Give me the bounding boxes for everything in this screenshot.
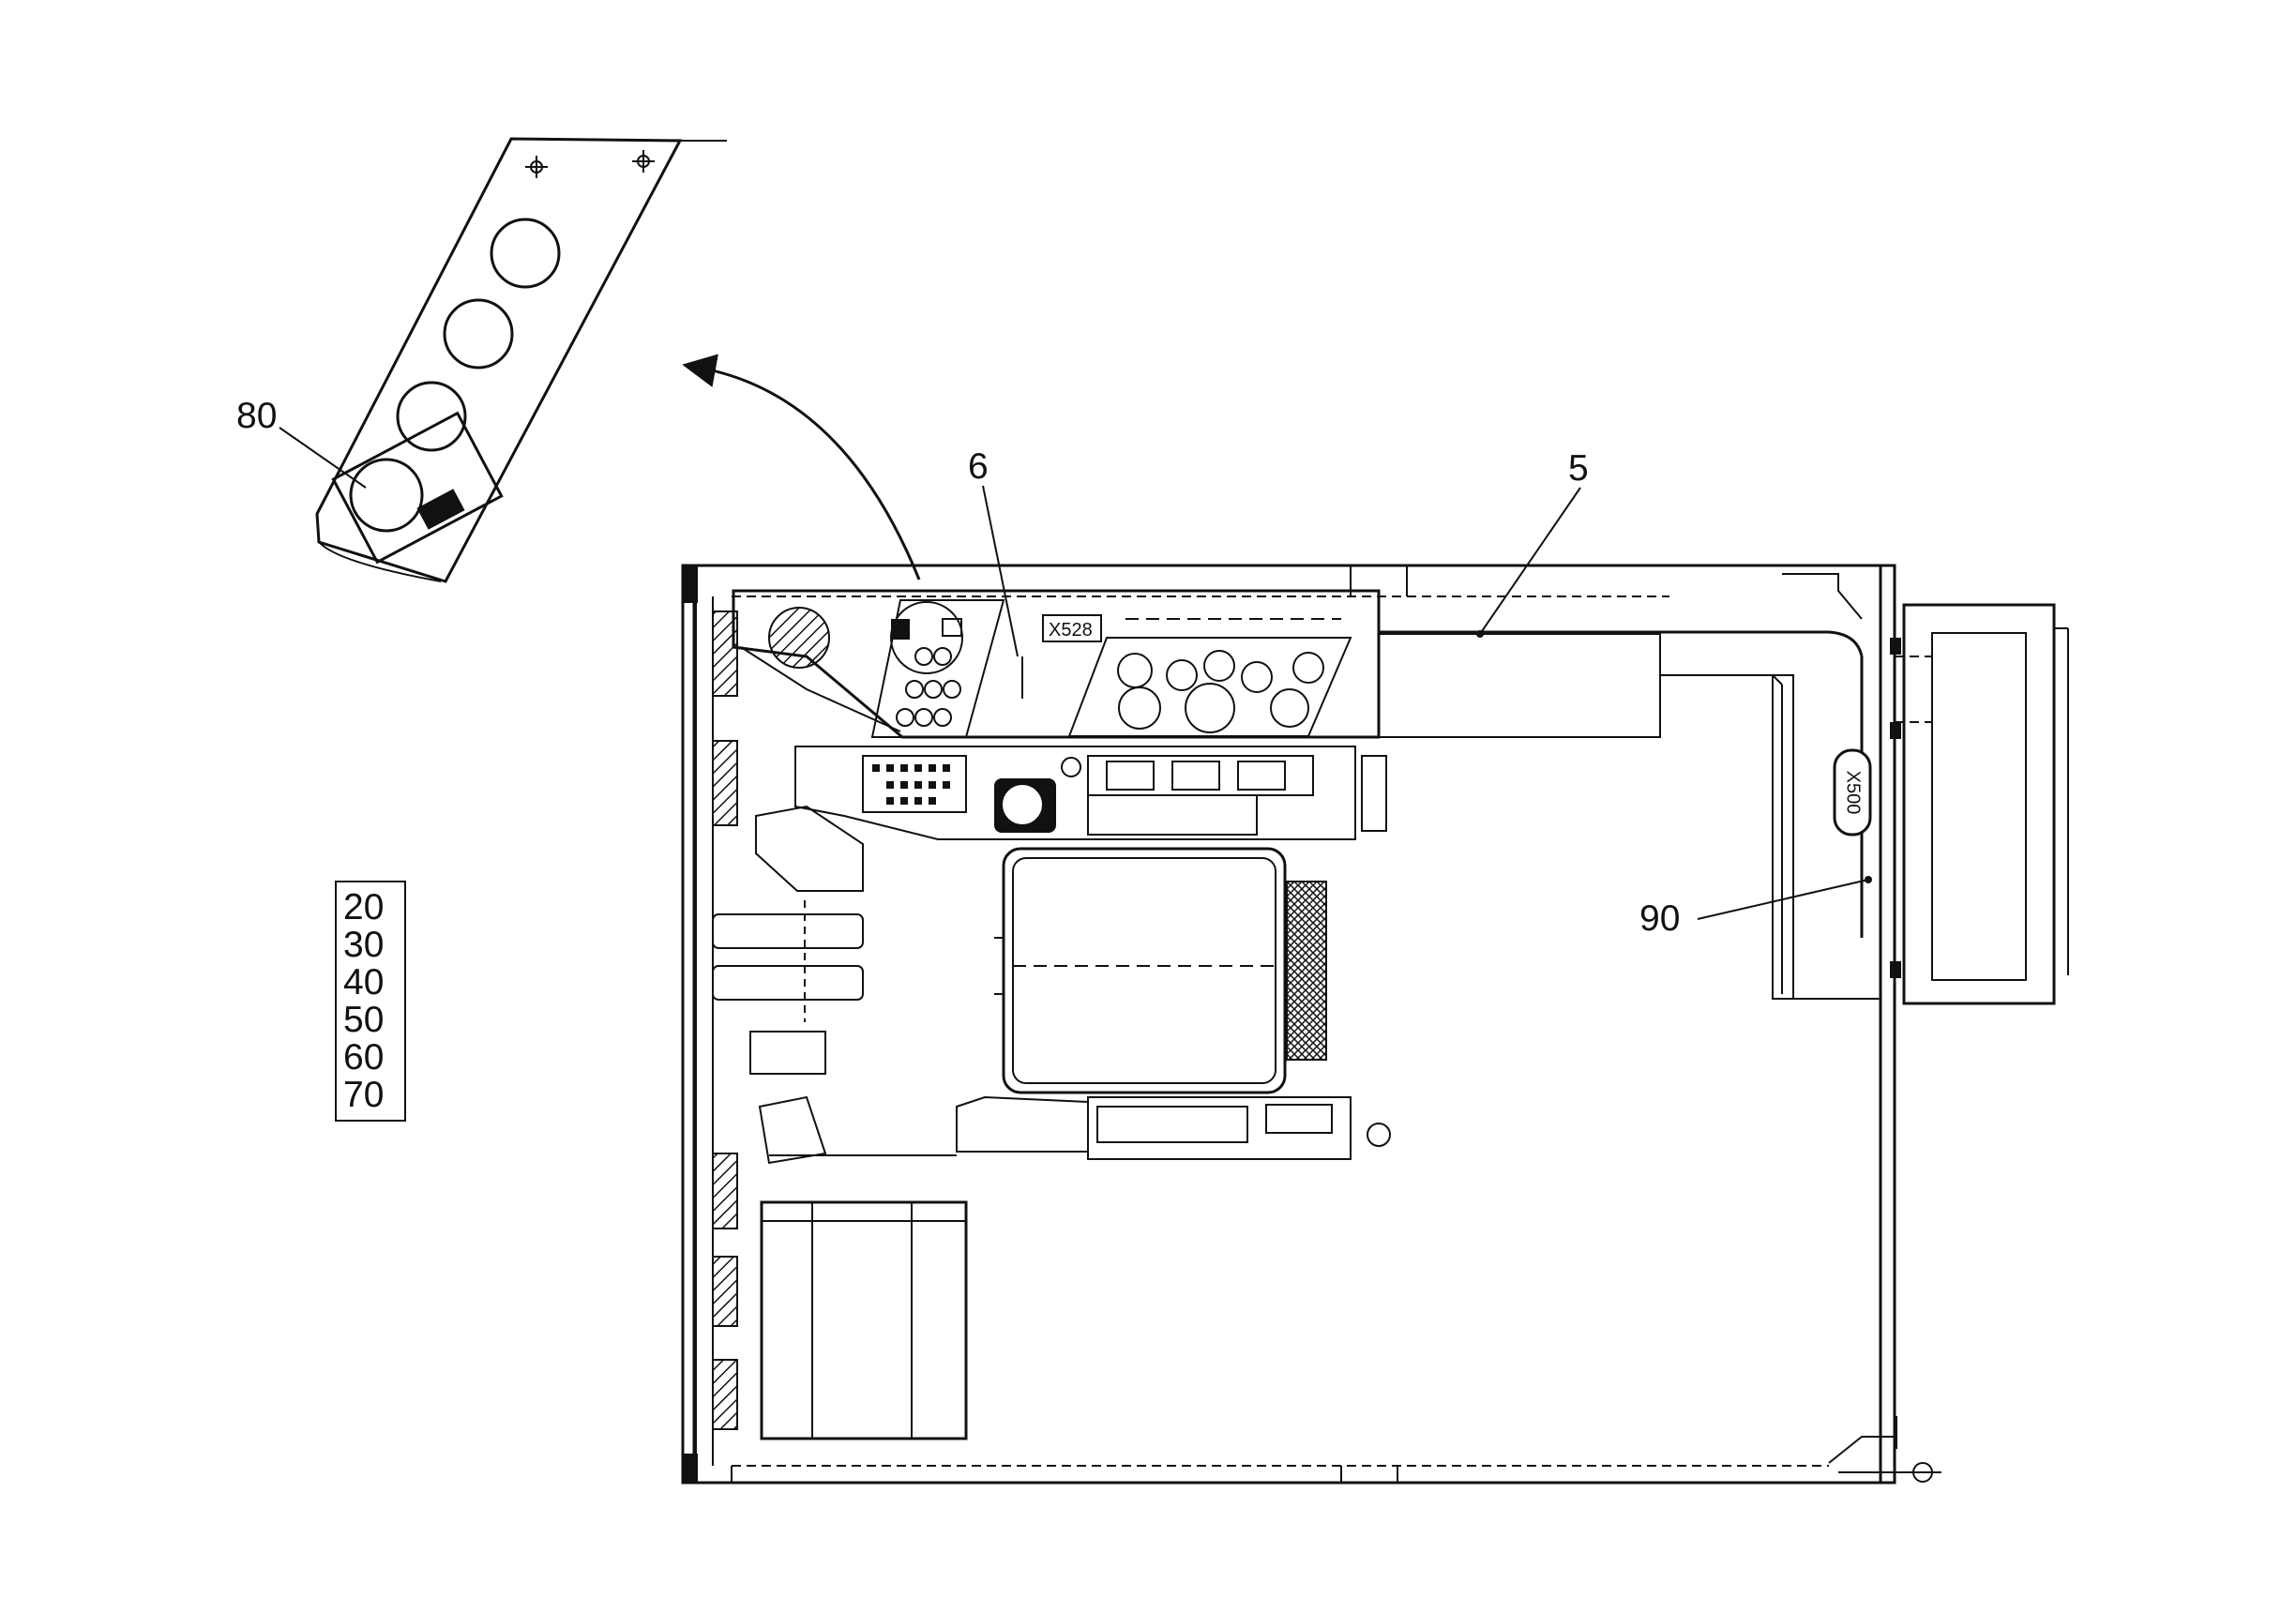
callout-6: 6 bbox=[968, 446, 989, 487]
gauge-icon bbox=[1185, 683, 1235, 733]
variant-60: 60 bbox=[343, 1037, 384, 1078]
keypad-buttons bbox=[872, 764, 950, 805]
roof-unit bbox=[1890, 603, 2069, 1005]
floor-storage-box bbox=[760, 1200, 968, 1440]
connector-x528-label: X528 bbox=[1049, 620, 1093, 641]
leader-line-90 bbox=[1697, 879, 1869, 920]
lower-console bbox=[1087, 1096, 1352, 1160]
display-screen bbox=[1106, 761, 1155, 791]
keypad bbox=[862, 755, 967, 813]
display-screen bbox=[1171, 761, 1220, 791]
wall-hatch bbox=[712, 1359, 738, 1430]
front-console bbox=[732, 589, 1381, 739]
wall-hatch bbox=[712, 1256, 738, 1327]
side-console bbox=[794, 746, 1356, 840]
gauge-icon bbox=[1117, 653, 1153, 688]
switch-panel-outline bbox=[315, 137, 683, 583]
detail-switch-panel bbox=[315, 137, 727, 583]
variant-70: 70 bbox=[343, 1075, 384, 1115]
gauge-icon bbox=[1118, 686, 1161, 730]
wire-harness-5 bbox=[1379, 630, 1864, 938]
column-hatch bbox=[768, 607, 830, 669]
joystick-icon bbox=[1001, 783, 1044, 826]
switch-circle bbox=[490, 218, 561, 289]
connector-x500-oval bbox=[1833, 748, 1872, 837]
switch-highlight-box bbox=[331, 411, 504, 565]
switch-cluster bbox=[870, 599, 1005, 738]
switch-circle bbox=[396, 381, 467, 452]
connector-x500: X500 bbox=[1833, 748, 1872, 837]
mounting-screw-icon bbox=[525, 156, 548, 178]
variant-50: 50 bbox=[343, 1000, 384, 1040]
variant-40: 40 bbox=[343, 962, 384, 1002]
pedal-group bbox=[712, 805, 864, 1165]
seat-cushion bbox=[1002, 847, 1287, 1094]
leader-line-6 bbox=[982, 485, 1019, 657]
gauge-icon bbox=[1203, 650, 1235, 682]
seat-armrest bbox=[1286, 881, 1327, 1061]
callout-5: 5 bbox=[1568, 448, 1589, 489]
switch-circle-80 bbox=[349, 458, 424, 533]
connector-x528-box bbox=[1042, 614, 1102, 642]
callout-90: 90 bbox=[1639, 898, 1680, 939]
gauge-icon bbox=[1270, 688, 1309, 728]
leader-line-5 bbox=[1479, 487, 1581, 635]
roof-unit-inner bbox=[1931, 632, 2027, 981]
switch-circle bbox=[443, 298, 514, 369]
cab-floor-plan: X528 X500 bbox=[681, 564, 2069, 1485]
variant-box bbox=[335, 881, 406, 1122]
wall-hatch bbox=[712, 740, 738, 826]
connector-x500-label: X500 bbox=[1843, 771, 1864, 815]
gauge-cluster bbox=[1067, 618, 1352, 737]
pedal bbox=[712, 913, 864, 949]
roof-unit-outer bbox=[1902, 603, 2056, 1005]
leader-line-80 bbox=[279, 427, 367, 489]
display-screen bbox=[1237, 761, 1286, 791]
gauge-icon bbox=[1292, 652, 1324, 684]
gauge-icon bbox=[1241, 661, 1273, 693]
knob-icon bbox=[1367, 1123, 1391, 1147]
mounting-screw-icon bbox=[632, 150, 655, 173]
operator-seat bbox=[994, 847, 1327, 1094]
gauge-icon bbox=[1166, 659, 1198, 691]
variant-list: 20 30 40 50 60 70 bbox=[335, 881, 406, 1122]
callout-80: 80 bbox=[236, 396, 277, 436]
radio-unit bbox=[1265, 1104, 1333, 1134]
wall-hatch bbox=[712, 1153, 738, 1229]
variant-30: 30 bbox=[343, 925, 384, 965]
variant-20: 20 bbox=[343, 887, 384, 927]
pedal bbox=[712, 965, 864, 1001]
switch-label-plate-icon bbox=[416, 489, 465, 530]
detail-arrow bbox=[682, 354, 921, 580]
